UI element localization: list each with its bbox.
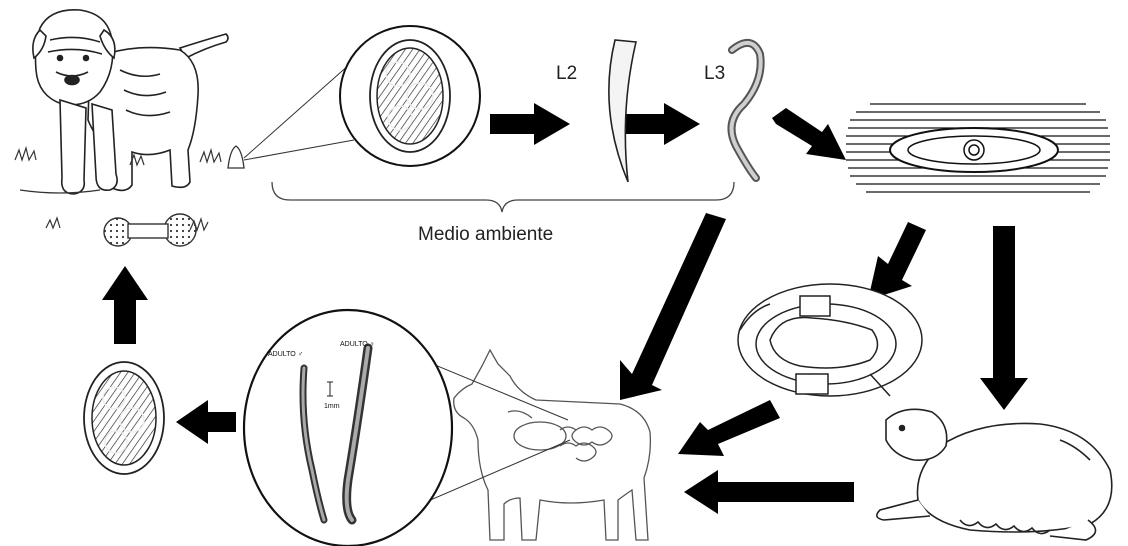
adult-worms-magnifier: ADULTO ♂ ADULTO ♀ 1mm: [244, 310, 452, 546]
egg-small: [84, 362, 164, 474]
tissue-cyst: [846, 94, 1110, 206]
environment-brace: [272, 182, 734, 212]
l2-label: L2: [556, 63, 577, 85]
arrow-tissue-to-nursing: [980, 226, 1028, 410]
puppy-illustration: [33, 10, 228, 194]
arrow-fetus-to-dog: [678, 400, 780, 456]
l3-label: L3: [704, 63, 725, 85]
arrow-egg-to-l2: [490, 103, 570, 145]
arrow-egg-to-puppy: [102, 266, 148, 344]
fetus-in-uterus: [738, 284, 922, 396]
arrow-l2-to-l3: [622, 103, 700, 145]
arrow-nursing-to-dog: [684, 470, 854, 514]
environment-label: Medio ambiente: [418, 224, 553, 246]
arrow-adults-to-egg: [176, 400, 236, 444]
feces-icon: [228, 146, 244, 168]
nursing-dog: [877, 409, 1112, 540]
adult-female-label: ADULTO ♀: [340, 341, 375, 348]
arrow-tissue-to-fetus: [868, 222, 926, 300]
arrow-l3-to-tissue: [772, 108, 846, 160]
scale-label: 1mm: [324, 403, 340, 410]
chew-toy: [104, 214, 196, 246]
egg-magnifier: [340, 26, 480, 166]
l2-larva: [609, 40, 636, 182]
adult-male-label: ADULTO ♂: [268, 351, 303, 358]
arrow-l3-to-dog: [620, 213, 726, 400]
